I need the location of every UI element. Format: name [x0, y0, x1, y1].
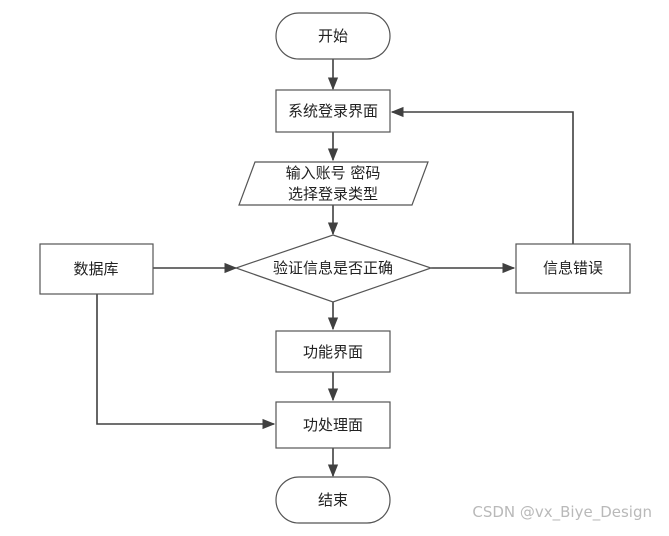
error-box: [515, 243, 631, 294]
login-screen-box: [275, 89, 391, 133]
watermark-text: CSDN @vx_Biye_Design: [472, 503, 652, 522]
database-label: 数据库: [73, 260, 118, 278]
connectors: [96, 59, 574, 478]
end-label: 结束: [318, 491, 348, 509]
input-label-line1: 输入账号 密码: [286, 164, 381, 182]
function-screen-box: [275, 330, 391, 373]
decision-diamond: [234, 234, 433, 303]
input-label-line2: 选择登录类型: [288, 185, 378, 203]
database-box: [39, 243, 154, 295]
arrow-database-to-process: [96, 294, 276, 430]
end-terminal: [275, 476, 391, 524]
input-parallelogram: [238, 161, 429, 206]
process-screen-box: [275, 401, 391, 449]
decision-label: 验证信息是否正确: [273, 259, 393, 277]
function-screen-label: 功能界面: [303, 343, 363, 361]
arrow-error-to-login: [390, 106, 574, 244]
process-screen-label: 功处理面: [303, 416, 363, 434]
shapes: [39, 12, 631, 524]
start-label: 开始: [318, 27, 348, 45]
error-label: 信息错误: [543, 259, 603, 277]
login-screen-label: 系统登录界面: [288, 102, 378, 120]
start-terminal: [275, 12, 391, 60]
